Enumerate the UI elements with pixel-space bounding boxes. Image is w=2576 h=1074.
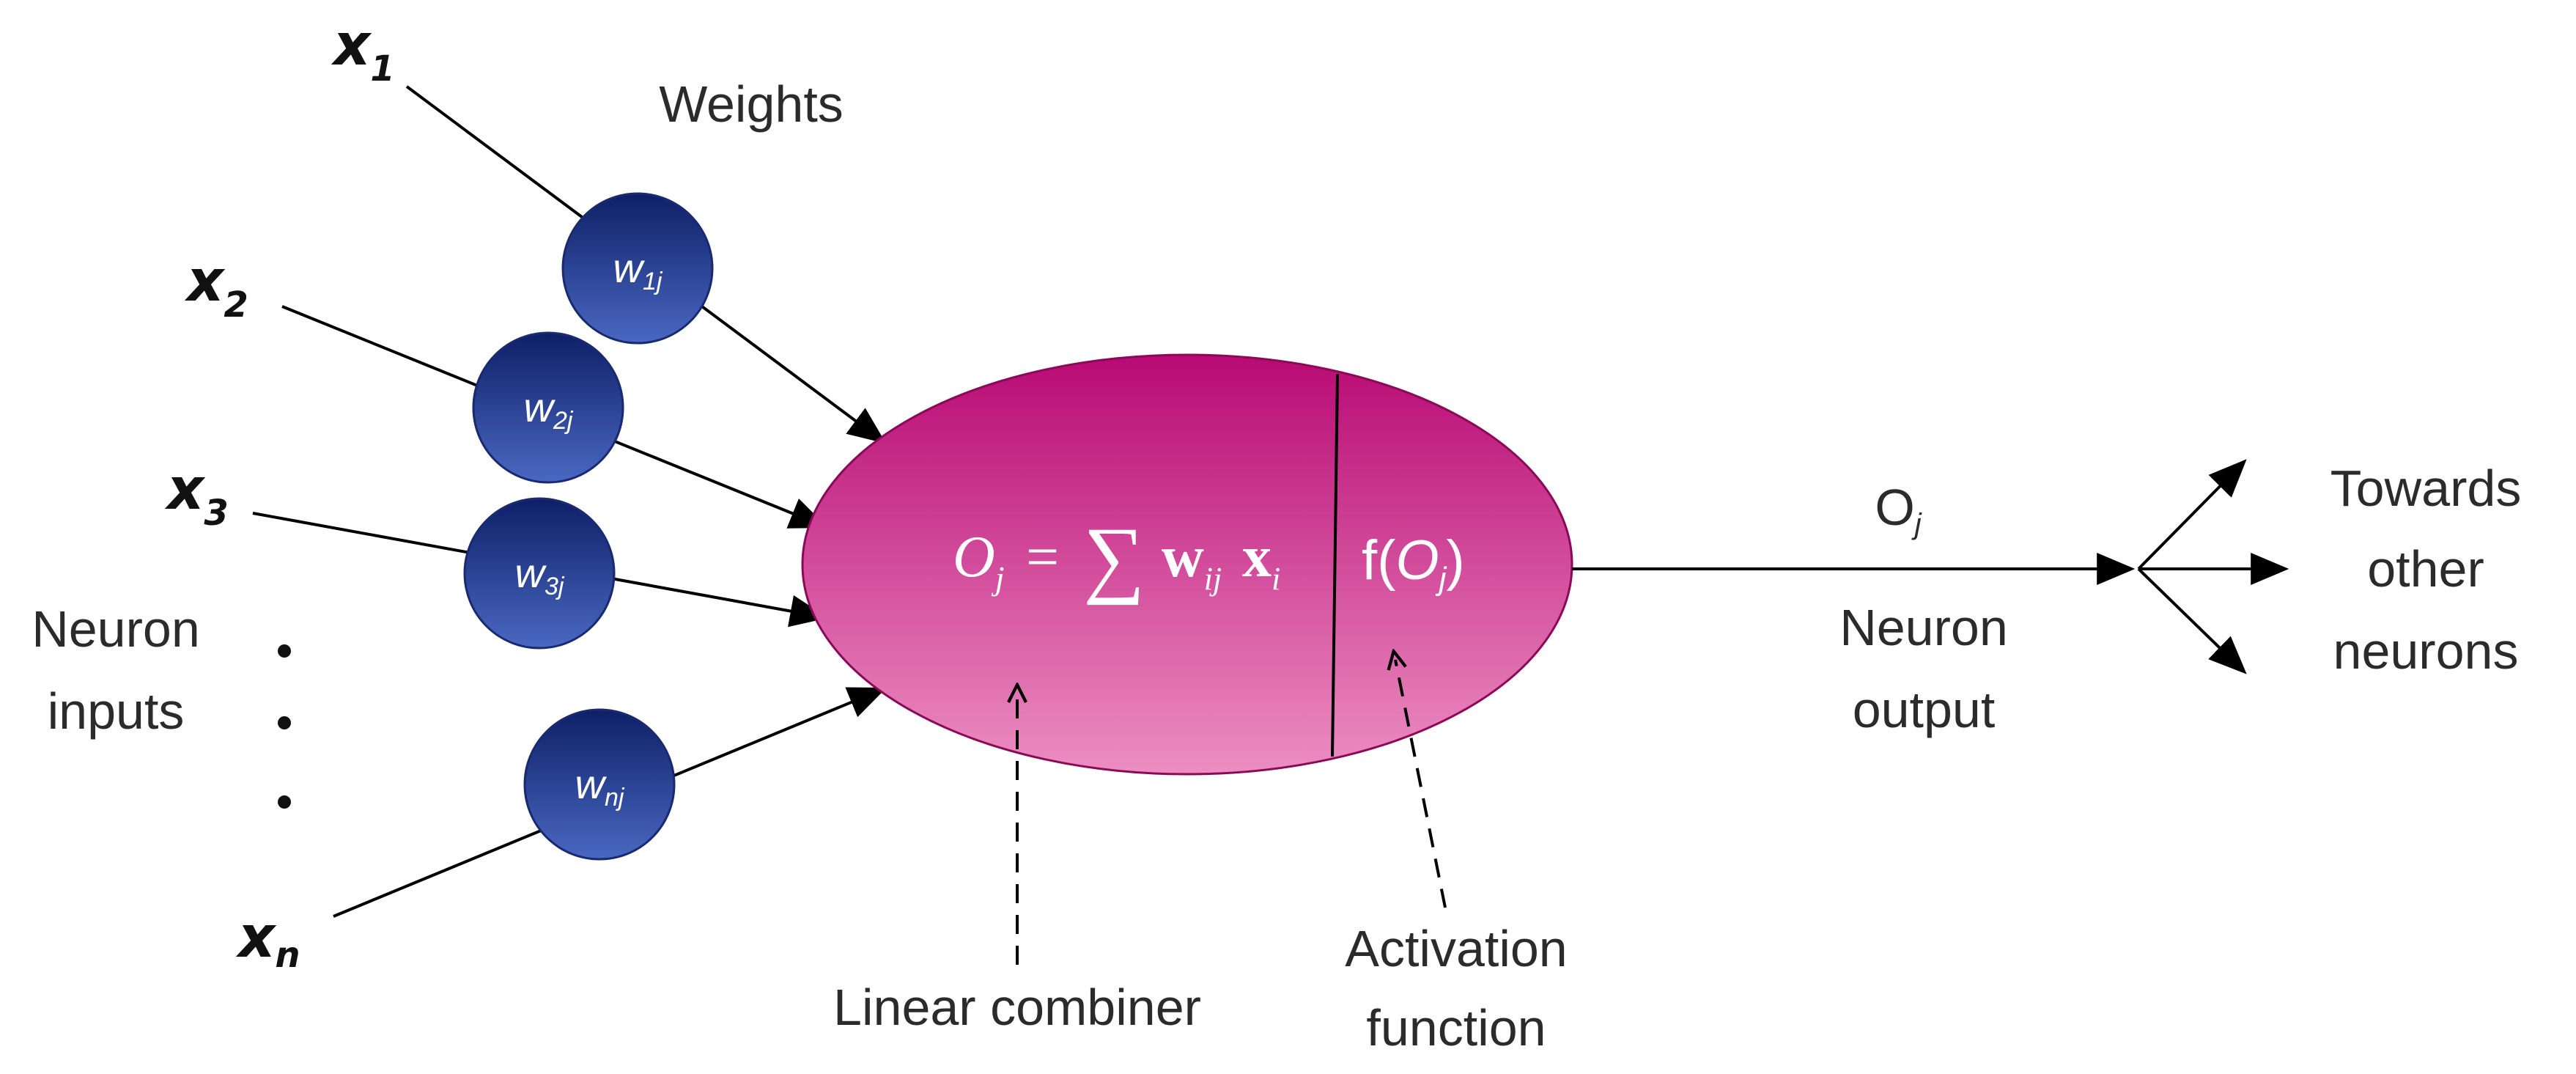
- sum-formula: Oj: [953, 525, 1005, 597]
- fan-out-arrow-down: [2137, 567, 2247, 674]
- sum-lhs-subscript: j: [992, 559, 1005, 597]
- neuron-body: Oj = ∑ wij xi f(Oj): [801, 353, 1573, 776]
- neuron-inputs-label-line2: inputs: [48, 683, 185, 740]
- weight-node-2: w2j: [472, 331, 624, 484]
- fan-out-arrows: [2137, 459, 2289, 674]
- weight-symbol: w: [524, 384, 556, 430]
- towards-label-line1: Towards: [2330, 460, 2522, 517]
- towards-label-line2: other: [2367, 540, 2484, 597]
- neuron-divider: [1331, 373, 1339, 757]
- weight-subscript: 3j: [545, 573, 565, 600]
- weight-node-n: wnj: [523, 708, 676, 861]
- ellipsis-dot: [278, 795, 291, 809]
- neuron-inputs-label-line1: Neuron: [32, 600, 200, 658]
- input-labels: x1 x2 x3 xn: [164, 12, 395, 976]
- weight-nodes: w1j w2j w3j wnj: [463, 192, 714, 861]
- ellipsis-dots: [278, 644, 291, 809]
- linear-combiner-label: Linear combiner: [833, 979, 1201, 1036]
- weight-node-1: w1j: [561, 192, 714, 345]
- fan-out-arrow-up: [2137, 459, 2247, 570]
- svg-text:wnj: wnj: [575, 761, 625, 812]
- sum-sigma: ∑: [1083, 510, 1145, 606]
- sum-weight-subscript: ij: [1204, 561, 1222, 597]
- activation-function-pointer: [1395, 660, 1447, 908]
- weight-node-3: w3j: [463, 497, 616, 650]
- weight-subscript: nj: [605, 784, 625, 812]
- sum-weight-term: wij: [1162, 525, 1222, 597]
- weight-subscript: 2j: [553, 407, 574, 435]
- weight-symbol: w: [613, 245, 646, 291]
- activation-formula: f(Oj): [1362, 529, 1465, 597]
- neuron-output-label-line1: Neuron: [1839, 599, 2008, 656]
- activation-label-line1: Activation: [1345, 920, 1567, 977]
- ellipsis-dot: [278, 644, 291, 658]
- sum-input-term: xi: [1242, 525, 1280, 597]
- weight-symbol: w: [515, 550, 547, 596]
- weights-label: Weights: [659, 76, 844, 133]
- activation-label-line2: function: [1366, 999, 1546, 1056]
- input-label-3: x3: [164, 457, 229, 534]
- sum-input-subscript: i: [1272, 561, 1280, 597]
- weight-subscript: 1j: [643, 268, 663, 295]
- neuron-output-label-line2: output: [1853, 681, 1996, 738]
- svg-text:w3j: w3j: [515, 550, 565, 600]
- sum-lhs: O: [953, 525, 995, 589]
- input-label-2: x2: [184, 249, 248, 325]
- output-symbol-label: Oj: [1875, 479, 1922, 540]
- weight-symbol: w: [575, 761, 608, 807]
- ellipsis-dot: [278, 716, 291, 729]
- sum-weight-symbol: w: [1162, 525, 1204, 589]
- input-label-n: xn: [235, 905, 300, 976]
- sum-input-symbol: x: [1242, 525, 1272, 589]
- input-label-1: x1: [331, 12, 395, 89]
- sum-equals: =: [1026, 525, 1059, 589]
- svg-text:w1j: w1j: [613, 245, 663, 295]
- svg-text:w2j: w2j: [524, 384, 574, 435]
- towards-label-line3: neurons: [2333, 622, 2519, 680]
